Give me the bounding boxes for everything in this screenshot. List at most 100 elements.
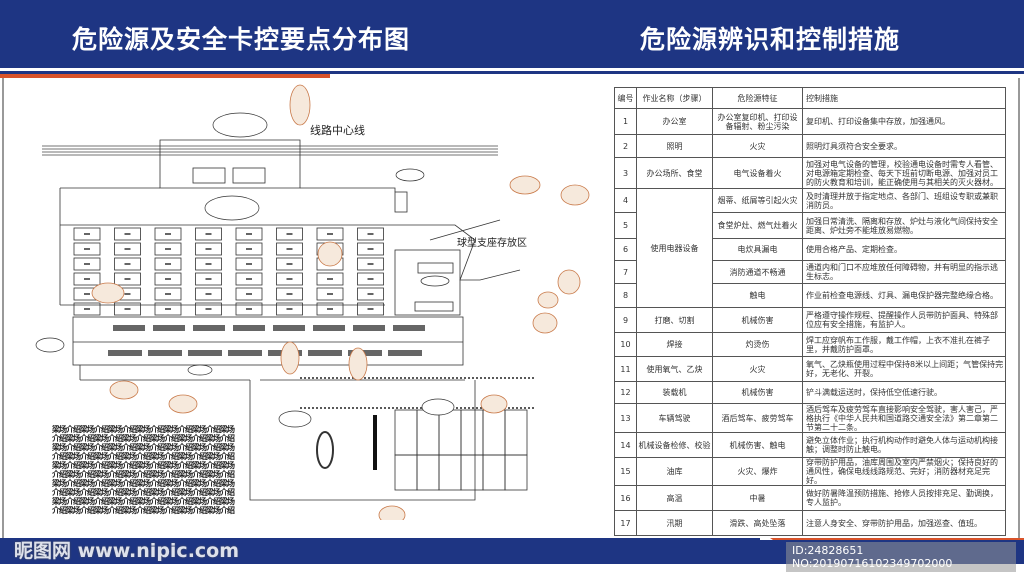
beam-bay [114,272,141,286]
pedestal-bar [353,325,385,331]
watermark-logo: 昵图网 www.nipic.com [14,540,240,562]
beam-bay [114,227,141,241]
beam-bay [154,257,182,271]
beam-bay [195,227,222,241]
row-number: 5 [614,212,637,239]
control-measure: 氧气、乙炔瓶使用过程中保持8米以上间距；气管保持完好，无老化、开裂。 [802,356,1006,382]
info-callout [395,168,425,182]
right-title: 危险源辨识和控制措施 [640,25,901,54]
hazard-feature: 火灾 [712,356,803,382]
pedestal-bar [113,325,145,331]
bearing-storage-area [394,249,461,316]
control-measure: 通道内和门口不应堆放任何障碍物，并有明显的指示逃生标志。 [802,260,1006,284]
beam-bay [276,242,303,256]
pedestal-bar [313,325,345,331]
filler-line: 梁场介绍梁场介绍梁场介绍梁场介绍梁场介绍梁场介绍梁场 [52,443,235,452]
beam-bay [114,242,141,256]
hazard-callout [560,184,590,206]
beam-bay [154,242,182,256]
beam-bay [154,287,182,301]
row-number: 6 [614,238,637,261]
control-measure: 避免立体作业；执行机构动作时避免人体与运动机构接触；调整时防止触电。 [802,432,1006,458]
row-number: 13 [614,403,637,433]
beam-bay [357,272,384,286]
beam-bay [73,302,101,316]
filler-line: 介绍梁场介绍梁场介绍梁场介绍梁场介绍梁场介绍梁场介绍 [52,470,235,479]
beam-bay [235,242,263,256]
filler-line: 介绍梁场介绍梁场介绍梁场介绍梁场介绍梁场介绍梁场介绍 [52,434,235,443]
beam-bay [316,227,344,241]
concrete-mixer [316,431,334,469]
material-bin [416,454,440,491]
beam-bay [235,272,263,286]
row-number: 7 [614,260,637,284]
beam-bay [154,227,182,241]
filler-line: 介绍梁场介绍梁场介绍梁场介绍梁场介绍梁场介绍梁场介绍 [52,488,235,497]
hazard-callout [280,341,300,375]
control-measure: 做好防暑降温预防措施、抢修人员按排充足、勤调换，专人监护。 [802,485,1006,511]
pedestal-bar [148,350,182,356]
filler-line: 梁场介绍梁场介绍梁场介绍梁场介绍梁场介绍梁场介绍梁场 [52,497,235,506]
beam-bay [195,242,222,256]
info-callout [212,112,268,138]
control-measure: 作业前检查电源线、灯具、漏电保护器完整绝缘合格。 [802,283,1006,308]
material-bin [460,454,484,491]
hazard-callout [348,347,368,381]
control-measure: 加强日常清洗、隔离和存放、炉灶与液化气间保持安全距离、炉灶旁不能堆放易燃物。 [802,212,1006,239]
center-line-label: 线路中心线 [310,124,365,137]
hazard-callout [91,282,125,304]
row-number: 8 [614,283,637,308]
row-number: 17 [614,510,637,536]
beam-bay [316,272,344,286]
filler-line: 梁场介绍梁场介绍梁场介绍梁场介绍梁场介绍梁场介绍梁场 [52,425,235,434]
beam-bay [276,272,303,286]
hazard-feature: 灼烫伤 [712,332,803,357]
hazard-feature: 触电 [712,283,803,308]
control-measure: 酒后驾车及疲劳驾车直接影响安全驾驶，害人害己，严格执行《中华人民共和国道路交通安… [802,403,1006,433]
control-measure: 严格遵守操作规程、提醒操作人员带防护面具、特殊部位应有安全措施，有监护人。 [802,307,1006,333]
hazard-callout [317,241,343,267]
beam-bay [195,257,222,271]
storage-rack [417,262,454,274]
storage-ring [420,275,450,287]
info-callout [278,410,312,428]
control-measure: 铲斗满载运送时，保持低空低速行驶。 [802,381,1006,404]
hazard-feature: 机械伤害 [712,381,803,404]
building-room [192,167,226,184]
row-number: 16 [614,485,637,511]
beam-bay [235,257,263,271]
gantry-crane [373,415,377,470]
task-name: 照明 [636,134,713,158]
filler-line: 介绍梁场介绍梁场介绍梁场介绍梁场介绍梁场介绍梁场介绍 [52,506,235,515]
control-measure: 复印机、打印设备集中存放，加强通风。 [802,108,1006,135]
hazard-feature: 办公室复印机、打印设备辐射、粉尘污染 [712,108,803,135]
pedestal-bar [388,350,422,356]
divider [0,71,1024,74]
hazard-callout [378,505,406,520]
hazard-feature: 火灾、爆炸 [712,457,803,486]
task-name: 汛期 [636,510,713,536]
beam-bay [154,272,182,286]
pedestal-bar [308,350,342,356]
material-bin [482,409,506,456]
row-number: 14 [614,432,637,458]
beam-bay [276,302,303,316]
control-measure: 焊工应穿帆布工作服，戴工作帽，上衣不准扎在裤子里，并戴防护面罩。 [802,332,1006,357]
task-name: 打磨、切割 [636,307,713,333]
hazard-feature: 酒后驾车、疲劳驾车 [712,403,803,433]
hazard-feature: 烟蒂、纸屑等引起火灾 [712,188,803,213]
mixer-station [394,191,408,213]
task-name: 车辆驾驶 [636,403,713,433]
hazard-feature: 机械伤害 [712,307,803,333]
material-bin [416,409,440,456]
row-number: 15 [614,457,637,486]
beam-bay [235,227,263,241]
material-bin [394,409,418,456]
beam-bay [316,287,344,301]
task-name: 办公室 [636,108,713,135]
